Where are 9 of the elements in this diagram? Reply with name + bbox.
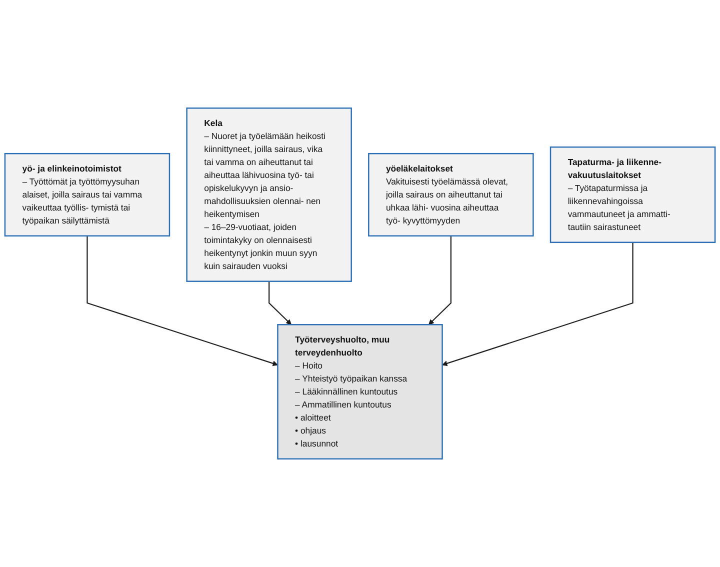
arrow [86,236,278,366]
node-box: Kela – Nuoret ja työelämään heikosti kiinnittyneet, joilla sairaus, vika tai vamma on aiheuttanut tai aiheuttaa lähivuosina työ- tai opiskelukyvyn ja ansio- mahdollisuuksien olennai- nen heikentymisen – 16–29-vuotiaat, joiden toimintakyky on olennaisesti heikentynyt jonkin muun syyn kuin sairauden vuoksi [186,108,352,282]
arrow [268,281,292,325]
arrow [428,236,452,325]
node-box: yö- ja elinkeinotoimistot – Työttömät ja työttömyysuhan alaiset, joilla sairaus tai vamma vaikeuttaa työllis- tymistä tai työpaikan säilyttämistä [4,152,170,236]
arrow [442,242,634,366]
node-box: yöeläkelaitokset Vakituisesti työelämässä olevat, joilla sairaus on aiheuttanut tai uhkaa lähi- vuosina aiheuttaa työ- kyvyttömyyden [368,152,534,236]
node-box: Työterveyshuolto, muu terveydenhuolto – Hoito – Yhteistyö työpaikan kanssa – Lääkinnällinen kuntoutus – Ammatillinen kuntoutus • aloitteet • ohjaus • lausunnot [277,324,443,460]
node-box: Tapaturma- ja liikenne- vakuutuslaitokset – Työtapaturmissa ja liikennevahingoissa vammautuneet ja ammatti- tautiin sairastuneet [550,146,716,243]
